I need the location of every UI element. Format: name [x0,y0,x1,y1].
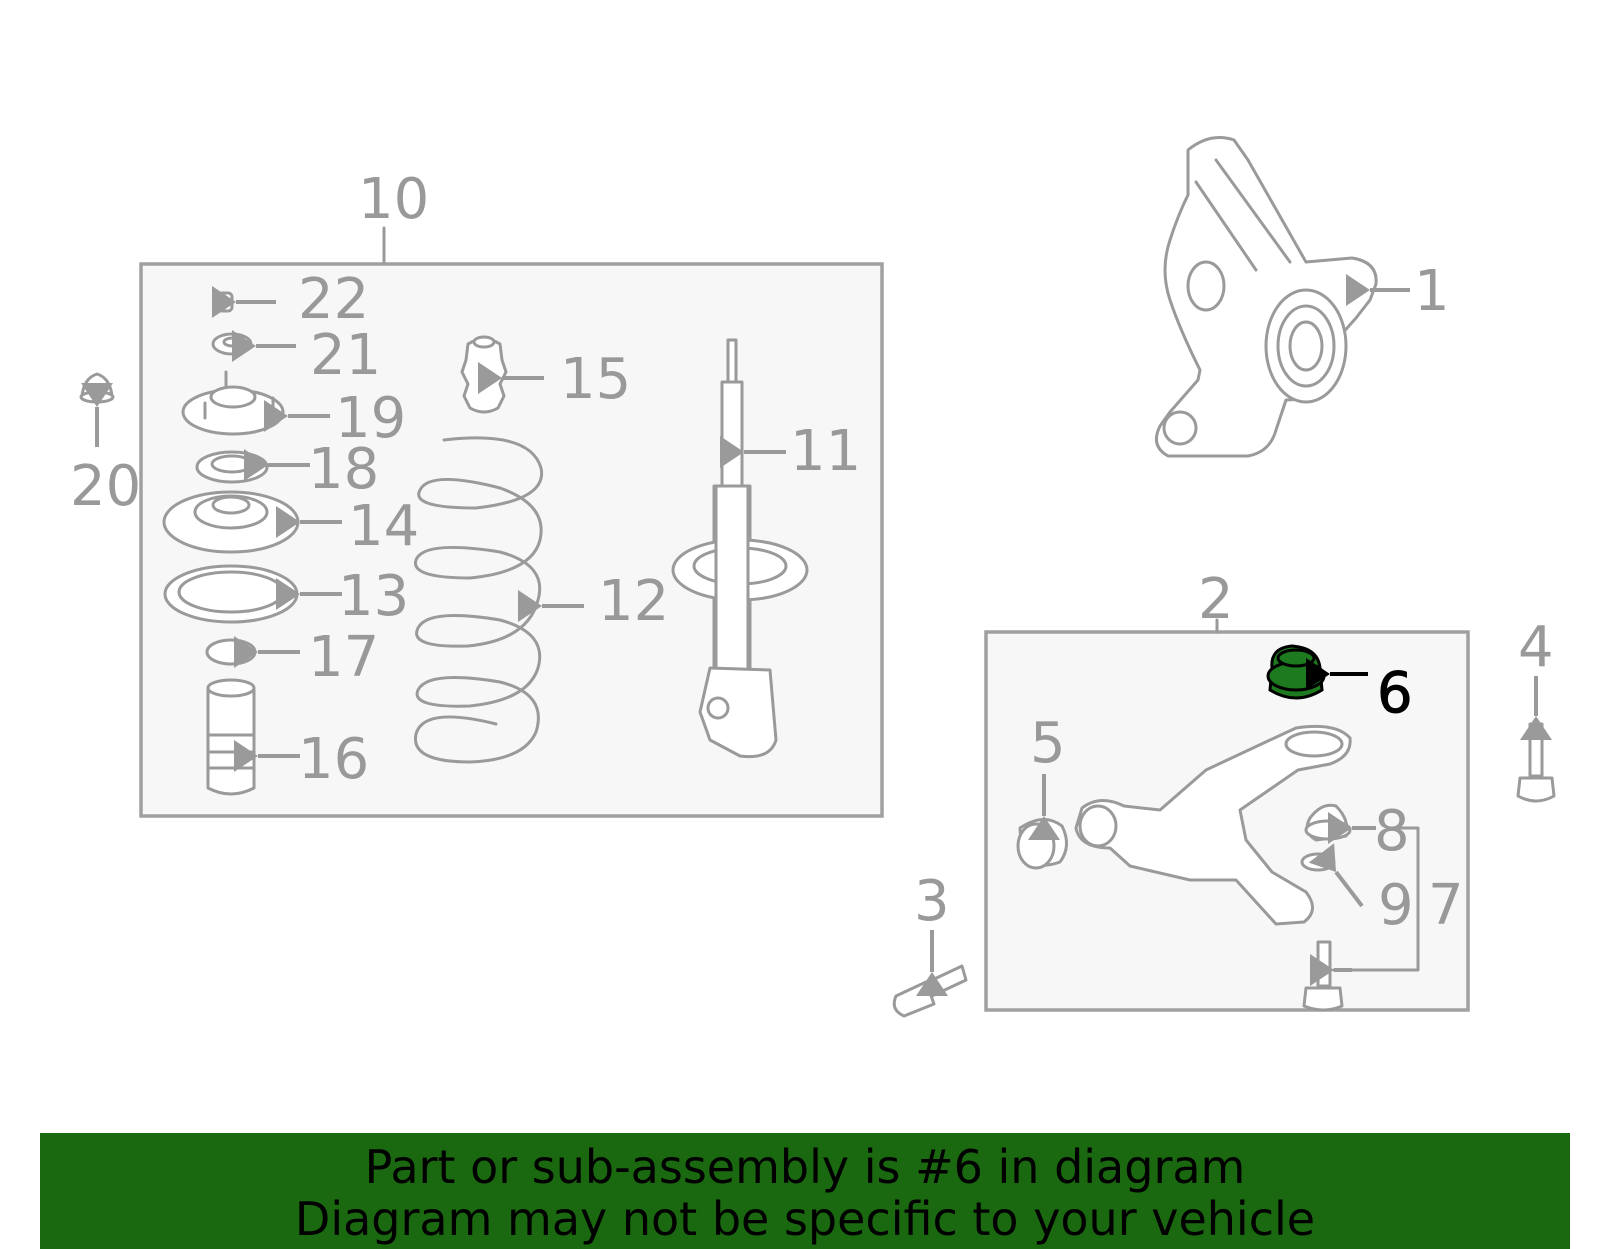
part-1-steering-knuckle [1154,136,1410,458]
callout-11: 11 [790,419,861,484]
part-2-lower-control-arm [1074,724,1352,926]
callout-12: 12 [598,569,669,634]
part-4-bolt [1516,676,1556,803]
banner-line-1: Part or sub-assembly is #6 in diagram [364,1140,1246,1194]
callout-10: 10 [358,167,429,232]
callout-15: 15 [560,347,631,412]
info-banner: Part or sub-assembly is #6 in diagram Di… [40,1133,1570,1249]
callout-14: 14 [348,494,419,559]
callout-17: 17 [308,625,379,690]
part-20-nut [79,372,115,447]
part-6-bushing[interactable] [1266,644,1368,700]
callout-2: 2 [1198,567,1234,632]
part-15-bumper [460,335,544,414]
callout-5: 5 [1030,711,1066,776]
callout-22: 22 [298,267,369,332]
callout-1: 1 [1414,259,1450,324]
callout-20: 20 [70,454,141,519]
part-16-bump-stop [206,678,300,796]
part-13-insulator [163,564,342,624]
part-18-seat [195,449,310,484]
part-14-spring-seat [162,490,342,554]
part-21-washer [211,330,296,362]
part-8-ball-joint [1304,803,1376,844]
callout-21: 21 [310,323,381,388]
callout-4: 4 [1518,615,1554,680]
part-3-bolt [892,930,968,1018]
callout-6: 6 [1377,661,1413,726]
callout-7: 7 [1428,873,1464,938]
part-19-upper-mount [181,370,330,436]
part-12-coil-spring [413,436,584,764]
callout-3: 3 [914,869,950,934]
callout-16: 16 [298,727,369,792]
part-17-washer [205,636,300,668]
part-5-bushing [1016,774,1068,870]
callout-9: 9 [1378,873,1414,938]
part-11-strut [671,338,809,759]
callout-19: 19 [335,386,406,451]
callout-8: 8 [1374,799,1410,864]
callout-18: 18 [308,437,379,502]
banner-line-2: Diagram may not be specific to your vehi… [294,1192,1316,1246]
part-9-seal [1300,843,1364,908]
part-22-nut [212,286,276,318]
part-7-ball-joint-bolt [1302,826,1420,1012]
callout-13: 13 [338,564,409,629]
